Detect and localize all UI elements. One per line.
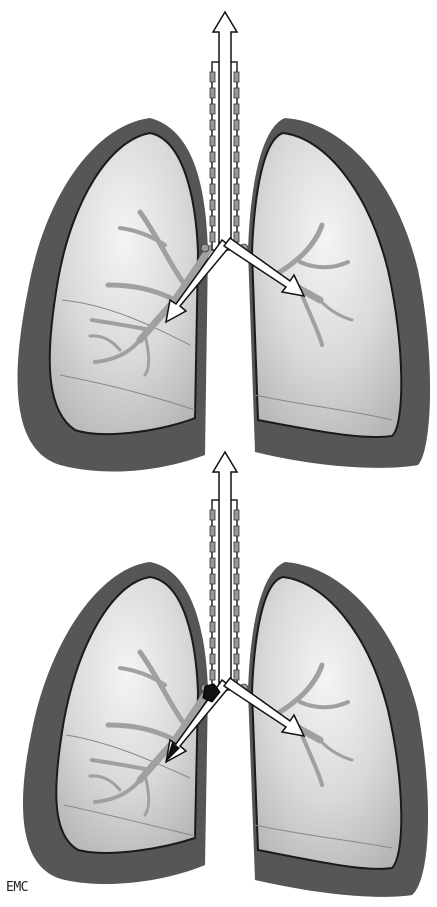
lung-panel-top bbox=[18, 12, 430, 472]
right-lung bbox=[252, 133, 401, 437]
lung-panel-bottom bbox=[23, 452, 428, 897]
credit-label: EMC bbox=[6, 880, 28, 895]
right-lung bbox=[252, 577, 401, 869]
